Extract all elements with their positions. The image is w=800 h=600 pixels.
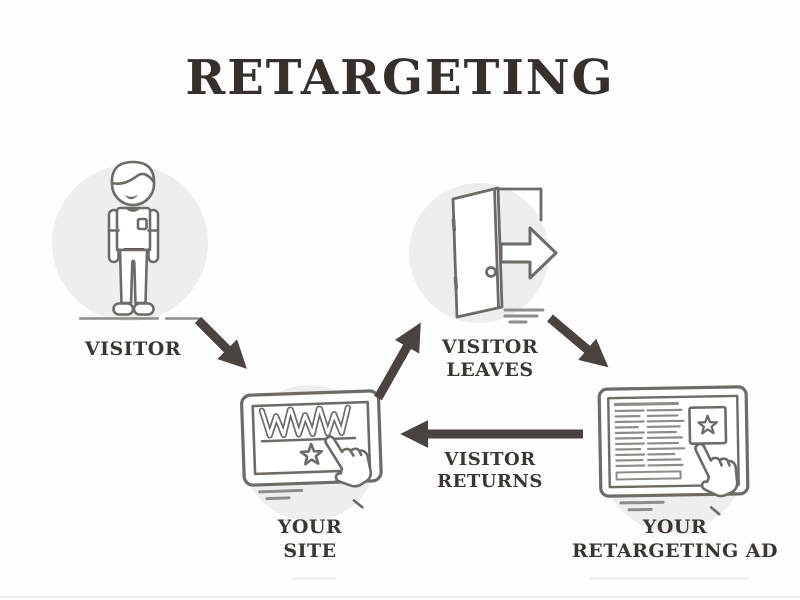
- visitor-returns-line1: VISITOR: [444, 449, 536, 470]
- faint-line-under-site: [292, 577, 336, 580]
- person-left-shoe: [112, 302, 135, 316]
- person-pocket: [136, 217, 148, 231]
- your-site-line1: YOUR: [277, 516, 343, 538]
- exit-arrow-icon: [499, 226, 558, 280]
- page-footer-box: [615, 470, 682, 481]
- your-site-label: YOUR SITE: [230, 516, 390, 563]
- door-frame: [497, 187, 543, 222]
- www-browser-tablet-icon: [240, 389, 383, 509]
- screen-shadow-lines: [619, 500, 665, 512]
- visitor-returns-line2: RETURNS: [437, 471, 543, 492]
- retargeting-ad-line1: YOUR: [642, 516, 708, 538]
- faint-line-under-ad: [590, 577, 750, 580]
- visitor-returns-label: VISITOR RETURNS: [410, 449, 570, 493]
- tablet-shadow-lines: [258, 488, 304, 501]
- www-text-fill: [260, 406, 350, 437]
- person-smile: [124, 195, 138, 200]
- visitor-leaves-label: VISITOR LEAVES: [410, 336, 570, 382]
- door-hinges: [451, 218, 458, 290]
- retargeting-ad-label: YOUR RETARGETING AD: [565, 516, 785, 563]
- door-edge-line: [493, 188, 500, 309]
- page-header-line: [613, 401, 679, 407]
- visitor-leaves-line2: LEAVES: [446, 359, 534, 381]
- door-motion-lines: [503, 308, 545, 324]
- bottom-edge-line: [0, 596, 800, 598]
- person-icon: [78, 160, 201, 320]
- page-text-lines: [614, 408, 686, 468]
- visitor-leaves-line1: VISITOR: [441, 336, 539, 358]
- person-collar: [125, 206, 141, 212]
- open-door-exit-icon: [451, 186, 558, 324]
- click-motion-line: [709, 506, 721, 516]
- person-hair: [110, 160, 156, 185]
- retargeting-ad-screen-icon: [597, 385, 750, 516]
- retargeting-ad-line2: RETARGETING AD: [571, 539, 779, 562]
- visitor-label: VISITOR: [53, 338, 213, 361]
- page-title: RETARGETING: [185, 50, 615, 106]
- person-pants: [118, 248, 149, 305]
- door-knob: [485, 266, 497, 278]
- visitor-label-text: VISITOR: [84, 338, 182, 360]
- www-underline: [260, 436, 357, 443]
- click-motion-line: [352, 499, 364, 509]
- person-right-shoe: [132, 302, 155, 316]
- your-site-line2: SITE: [283, 539, 337, 562]
